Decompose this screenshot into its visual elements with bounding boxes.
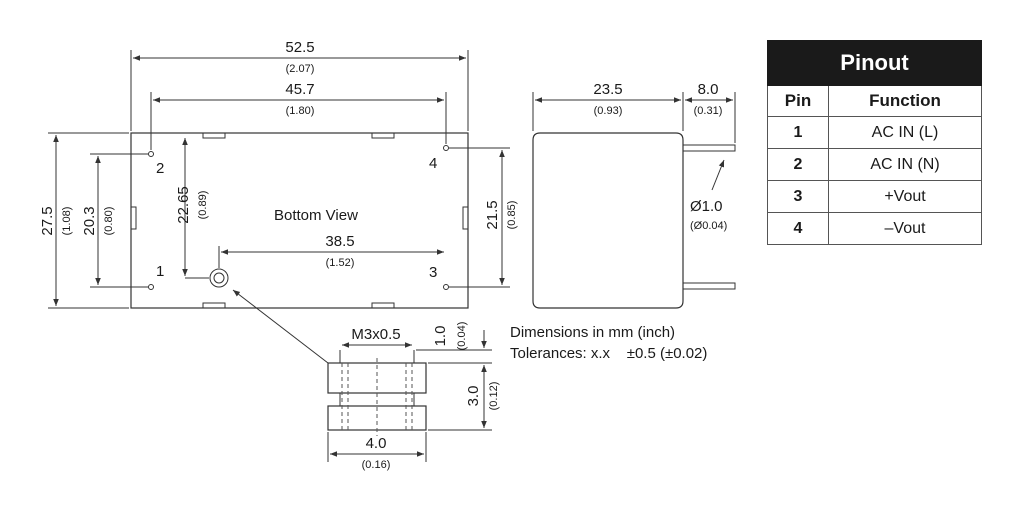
- pin-label-2: 2: [156, 160, 164, 177]
- pin-number: 3: [767, 180, 829, 213]
- pin-label-4: 4: [429, 155, 437, 172]
- tab-bottom-left: [202, 302, 226, 309]
- tab-left: [130, 206, 137, 230]
- dim-pin-span-y-in: (0.80): [103, 207, 115, 236]
- pinout-title: Pinout: [767, 40, 982, 86]
- pinout-header-pin: Pin: [767, 85, 829, 117]
- pin-function: AC IN (N): [828, 148, 982, 181]
- tab-right: [462, 206, 469, 230]
- dim-insert-height-in: (0.12): [488, 382, 500, 411]
- pin-number: 4: [767, 212, 829, 245]
- mounting-insert-inner: [213, 272, 225, 284]
- dim-pin-span-x-in: (1.80): [286, 105, 315, 117]
- dim-height-in: (1.08): [61, 207, 73, 236]
- pin-number: 1: [767, 116, 829, 149]
- pinout-table: Pinout Pin Function 1 AC IN (L) 2 AC IN …: [767, 40, 982, 245]
- side-pin-bottom: [682, 282, 736, 290]
- table-row: 1 AC IN (L): [767, 116, 982, 149]
- bottom-view: 2 1 4 3 Bottom View 52.5 (2.07) 45.7 (1.…: [39, 39, 518, 364]
- pinout-header-function: Function: [828, 85, 982, 117]
- dim-width-in: (2.07): [286, 63, 315, 75]
- pin-function: AC IN (L): [828, 116, 982, 149]
- dim-insert-width-mm: 4.0: [366, 435, 387, 452]
- pin-hole-2: [148, 151, 154, 157]
- pin-hole-1: [148, 284, 154, 290]
- bottom-view-label: Bottom View: [274, 207, 358, 224]
- dim-insert-width-in: (0.16): [362, 459, 391, 471]
- dim-depth-mm: 23.5: [593, 81, 622, 98]
- dim-pin-span-y-mm: 20.3: [81, 206, 98, 235]
- dim-top-in: (0.04): [456, 322, 468, 351]
- tab-top-left: [202, 132, 226, 139]
- dim-height-mm: 27.5: [39, 206, 56, 235]
- dim-mount-y-in: (0.89): [197, 191, 209, 220]
- pin-function: –Vout: [828, 212, 982, 245]
- dim-insert-height-mm: 3.0: [465, 386, 482, 407]
- dim-pin-length-in: (0.31): [694, 105, 723, 117]
- dim-pin-span-x-mm: 45.7: [285, 81, 314, 98]
- dim-pin-diameter-mm: Ø1.0: [690, 198, 723, 215]
- dim-mount-y-mm: 22.65: [175, 186, 192, 224]
- insert-detail: M3x0.5 1.0 (0.04) 3.0 (0.12) 4.0 (0.16): [327, 322, 500, 471]
- dim-pin13-span-mm: 38.5: [325, 233, 354, 250]
- table-row: 4 –Vout: [767, 212, 982, 245]
- tab-top-right: [371, 132, 395, 139]
- dim-pin-diameter-in: (Ø0.04): [690, 220, 727, 232]
- side-pin-top: [682, 144, 736, 152]
- dim-thread: M3x0.5: [351, 326, 400, 343]
- module-outline-side: [532, 132, 684, 309]
- pin-label-1: 1: [156, 263, 164, 280]
- table-row: 2 AC IN (N): [767, 148, 982, 181]
- side-view: 23.5 (0.93) 8.0 (0.31) Ø1.0 (Ø0.04): [532, 81, 736, 309]
- pin-hole-4: [443, 145, 449, 151]
- pin-label-3: 3: [429, 264, 437, 281]
- pin-function: +Vout: [828, 180, 982, 213]
- pin-number: 2: [767, 148, 829, 181]
- dim-depth-in: (0.93): [594, 105, 623, 117]
- dim-pin13-span-in: (1.52): [326, 257, 355, 269]
- pin-hole-3: [443, 284, 449, 290]
- dim-pin4-span-y-mm: 21.5: [484, 200, 501, 229]
- note-tolerances: Tolerances: x.x ±0.5 (±0.02): [510, 345, 707, 362]
- dim-pin-length-mm: 8.0: [698, 81, 719, 98]
- dim-top-mm: 1.0: [432, 326, 449, 347]
- dim-pin4-span-y-in: (0.85): [506, 201, 518, 230]
- insert-leader: [232, 289, 329, 364]
- mounting-insert-outer: [209, 268, 229, 288]
- dim-width-mm: 52.5: [285, 39, 314, 56]
- pin-diameter-leader: [711, 159, 725, 191]
- tab-bottom-right: [371, 302, 395, 309]
- note-units: Dimensions in mm (inch): [510, 324, 675, 341]
- table-row: 3 +Vout: [767, 180, 982, 213]
